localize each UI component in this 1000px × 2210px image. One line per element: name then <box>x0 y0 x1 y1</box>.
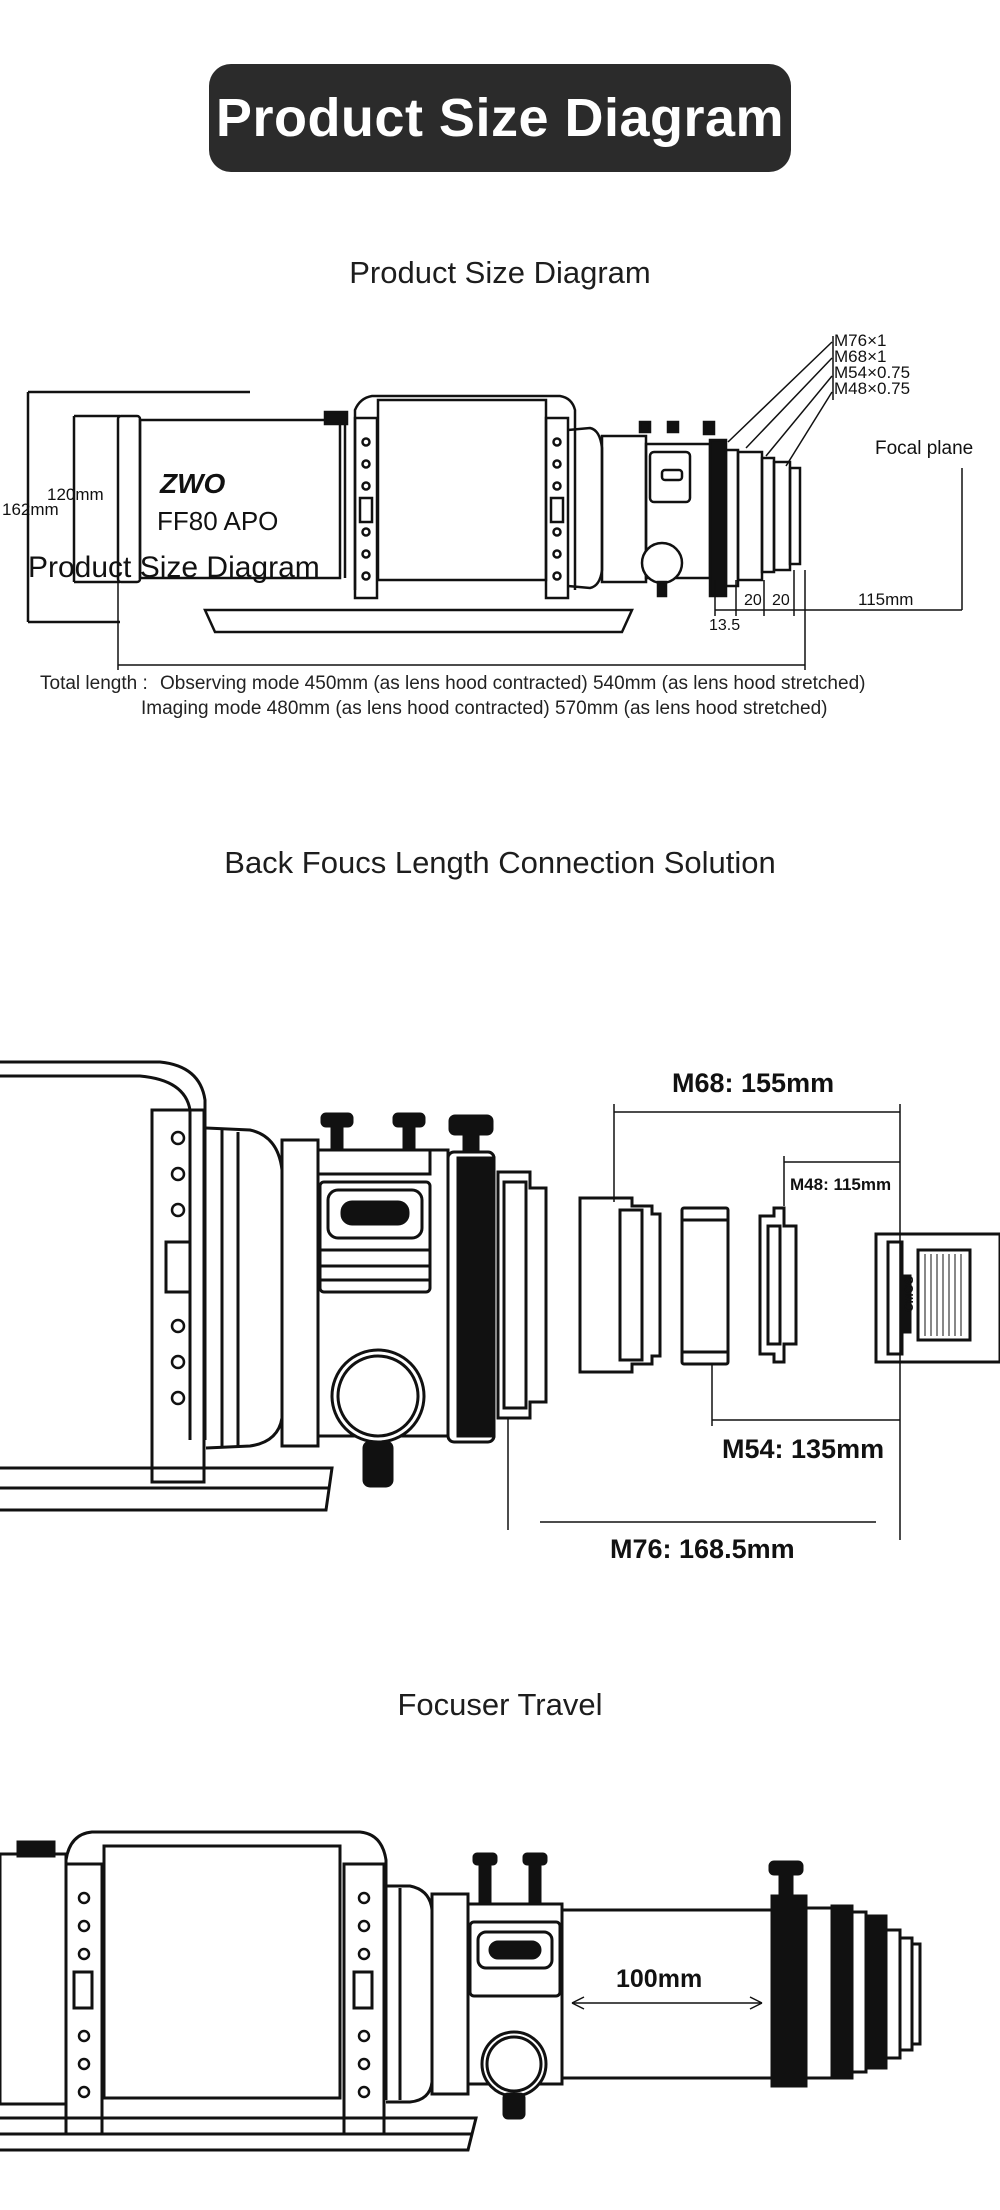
label-m68: M68: 155mm <box>672 1068 834 1098</box>
focuser-taper <box>386 1884 434 2104</box>
rear-thread-m76 <box>456 1156 496 1438</box>
dim-115-label: 115mm <box>858 590 913 609</box>
dim-120-label: 120mm <box>47 485 104 504</box>
label-m76: M76: 168.5mm <box>610 1534 795 1564</box>
label-m48: M48: 115mm <box>790 1175 891 1194</box>
focal-plane-label: Focal plane <box>875 438 973 459</box>
focuser-taper <box>567 426 604 590</box>
draw-tube <box>560 1908 774 2080</box>
observing-mode-line: Observing mode 450mm (as lens hood contr… <box>160 673 866 694</box>
focuser-taper <box>205 1126 284 1450</box>
travel-label: 100mm <box>616 1965 702 1993</box>
focus-knob <box>480 2030 548 2098</box>
dim-20a-label: 20 <box>744 592 762 609</box>
focus-knob <box>640 541 684 585</box>
tube-ring-frame <box>64 1830 388 2100</box>
tube-ring-top <box>0 1060 207 1440</box>
adapter-m48 <box>758 1206 798 1364</box>
adapter-m76 <box>708 438 728 598</box>
tube-ring-side <box>150 1108 206 1484</box>
adapter-m48 <box>772 460 792 572</box>
label-m54: M54: 135mm <box>722 1434 884 1464</box>
thread-label-m76: M76×1 <box>834 331 886 350</box>
telescope-size-diagram: M76×1 M68×1 M54×0.75 M48×0.75 Focal plan… <box>2 331 973 670</box>
thread-label-m54: M54×0.75 <box>834 363 910 382</box>
tube-ring-body <box>376 398 548 582</box>
lens-hood <box>0 1852 68 2106</box>
model-label: FF80 APO <box>157 506 278 536</box>
label-cmos: CMOS <box>902 1276 916 1312</box>
cmos-camera <box>874 1232 1000 1364</box>
banner-title: Product Size Diagram <box>209 64 791 172</box>
section-title-back-focus: Back Foucs Length Connection Solution <box>224 845 776 880</box>
thread-label-m48: M48×0.75 <box>834 379 910 398</box>
spacer-m54 <box>680 1206 730 1366</box>
dim-20b-label: 20 <box>772 592 790 609</box>
section-title-focuser-travel: Focuser Travel <box>397 1687 603 1722</box>
focuser-travel-diagram: 100mm <box>0 1830 922 2152</box>
adapter-m68 <box>736 450 764 582</box>
thread-label-m68: M68×1 <box>834 347 886 366</box>
main-tube <box>138 418 342 580</box>
adapter-m68 <box>578 1196 662 1374</box>
back-focus-diagram: M68: 155mm M48: 115mm M54: 135mm M76: 16… <box>0 1060 1000 1564</box>
focus-knob <box>330 1348 426 1444</box>
overlay-caption: Product Size Diagram <box>28 551 320 584</box>
rear-thread <box>770 1894 808 2088</box>
tube-ring-frame <box>353 394 577 590</box>
tube-ring-body <box>102 1844 342 2100</box>
brand-logo: ZWO <box>159 468 226 499</box>
dovetail-plate <box>203 608 634 634</box>
section-title-size: Product Size Diagram <box>349 255 651 290</box>
total-length-label: Total length : <box>40 673 148 694</box>
dim-13-5-label: 13.5 <box>709 617 740 634</box>
dim-162-label: 162mm <box>2 500 59 519</box>
imaging-mode-line: Imaging mode 480mm (as lens hood contrac… <box>141 698 828 719</box>
